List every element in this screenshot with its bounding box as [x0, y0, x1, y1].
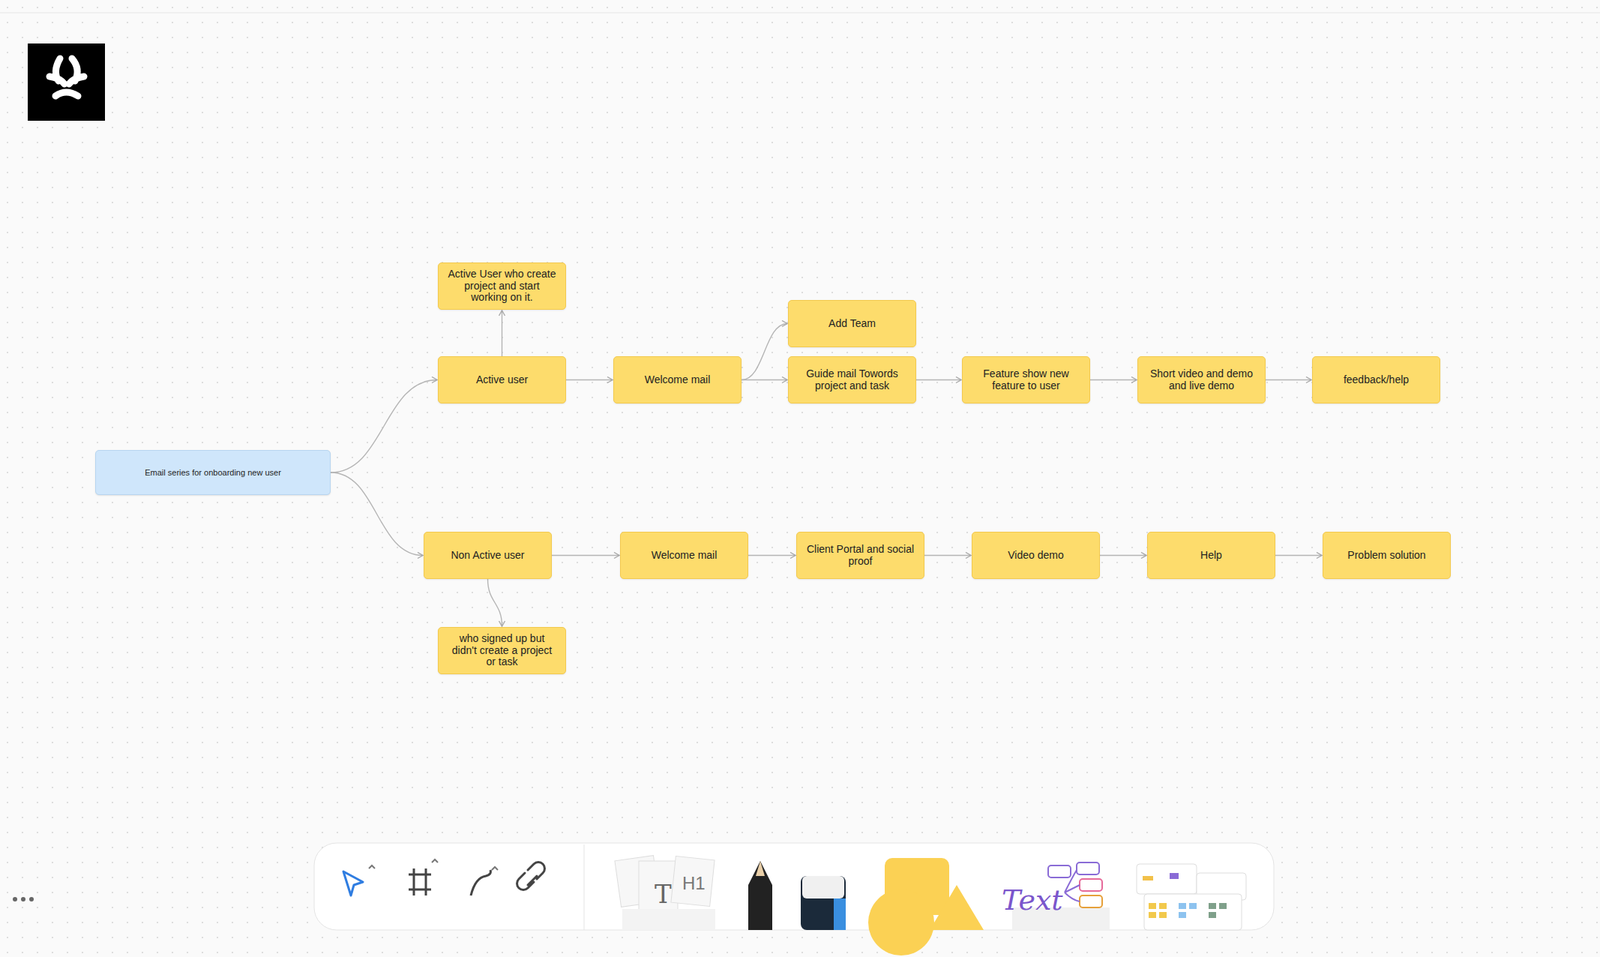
connector [488, 578, 503, 627]
connector [551, 554, 620, 556]
node-label: Video demo [1007, 549, 1064, 561]
node-label: Short video and demo and live demo [1145, 368, 1258, 392]
connector [741, 379, 788, 381]
process-box: feedback/help [1312, 356, 1441, 404]
node-label: Non Active user [450, 549, 525, 561]
process-box: Client Portal and social proof [796, 531, 925, 579]
toolbar-label: H1 [682, 872, 706, 894]
process-box: Video demo [971, 531, 1100, 579]
connector [501, 310, 503, 357]
process-box: Welcome mail [620, 531, 749, 579]
connector [330, 472, 423, 556]
connector [1090, 379, 1137, 381]
toolbar-label: T [654, 878, 672, 909]
process-box: who signed up but didn't create a projec… [437, 626, 567, 675]
toolbar-label: Text [1001, 883, 1064, 917]
process-box: Feature show new feature to user [961, 356, 1091, 404]
process-box: Problem solution [1322, 531, 1451, 579]
process-box: Help [1147, 531, 1276, 579]
node-label: feedback/help [1343, 374, 1409, 386]
process-box: Guide mail Towords project and task [788, 356, 917, 404]
node-label: Email series for onboarding new user [144, 467, 282, 477]
node-label: Help [1200, 549, 1223, 561]
connector [748, 554, 796, 556]
process-box: Short video and demo and live demo [1137, 356, 1266, 404]
node-label: Client Portal and social proof [804, 543, 917, 567]
toolbar [314, 842, 1274, 956]
process-box: Non Active user [423, 531, 552, 579]
process-box: Active User who create project and start… [437, 262, 567, 310]
node-label: who signed up but didn't create a projec… [446, 632, 558, 668]
connector [1099, 554, 1147, 556]
logo [27, 43, 105, 121]
root-box: Email series for onboarding new user [95, 449, 331, 495]
node-label: Feature show new feature to user [970, 368, 1082, 392]
connector [1275, 554, 1322, 556]
node-label: Welcome mail [651, 549, 718, 561]
node-label: Active user [476, 374, 528, 386]
more-menu [12, 896, 34, 902]
connector [741, 323, 788, 381]
connector [924, 554, 971, 556]
connector [330, 380, 438, 474]
node-label: Add Team [828, 317, 876, 330]
node-label: Problem solution [1347, 549, 1426, 561]
process-box: Welcome mail [613, 356, 742, 404]
node-label: Welcome mail [644, 374, 711, 386]
process-box: Active user [437, 356, 567, 404]
process-box: Add Team [788, 299, 917, 348]
node-label: Active User who create project and start… [446, 268, 558, 303]
connector [1265, 379, 1312, 381]
connector [916, 379, 962, 381]
node-label: Guide mail Towords project and task [796, 368, 908, 392]
connector [566, 379, 613, 381]
